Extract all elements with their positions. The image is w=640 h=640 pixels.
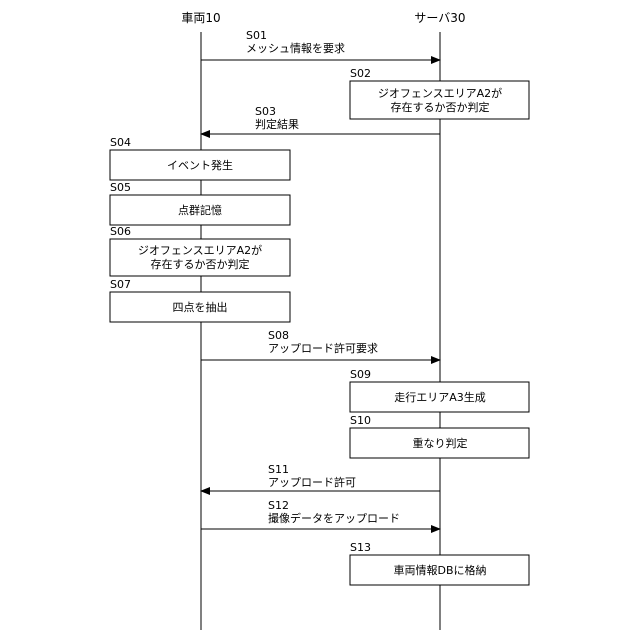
message-label-s11: アップロード許可: [268, 476, 356, 489]
step-id-s08: S08: [268, 329, 289, 342]
process-text-s10: 重なり判定: [413, 436, 468, 450]
message-s01: S01 メッシュ情報を要求: [201, 29, 440, 60]
process-s07: S07 四点を抽出: [110, 278, 290, 322]
process-text-s13: 車両情報DBに格納: [393, 563, 486, 577]
step-id-s06: S06: [110, 225, 131, 238]
actor-server: サーバ30: [414, 11, 465, 25]
step-id-s11: S11: [268, 463, 289, 476]
process-s04: S04 イベント発生: [110, 136, 290, 180]
message-s12: S12 撮像データをアップロード: [201, 499, 440, 529]
step-id-s13: S13: [350, 541, 371, 554]
process-text-s02-line2: 存在するか否か判定: [391, 100, 490, 114]
actor-vehicle: 車両10: [181, 11, 220, 25]
step-id-s01: S01: [246, 29, 267, 42]
step-id-s12: S12: [268, 499, 289, 512]
process-text-s02-line1: ジオフェンスエリアA2が: [378, 86, 502, 100]
step-id-s09: S09: [350, 368, 371, 381]
message-label-s01: メッシュ情報を要求: [246, 42, 345, 55]
step-id-s10: S10: [350, 414, 371, 427]
message-label-s08: アップロード許可要求: [268, 342, 378, 355]
step-id-s07: S07: [110, 278, 131, 291]
process-s05: S05 点群記憶: [110, 181, 290, 225]
process-s06: S06 ジオフェンスエリアA2が 存在するか否か判定: [110, 225, 290, 276]
process-text-s09: 走行エリアA3生成: [394, 390, 486, 404]
message-s08: S08 アップロード許可要求: [201, 329, 440, 360]
message-label-s03: 判定結果: [255, 117, 299, 131]
process-text-s06-line1: ジオフェンスエリアA2が: [138, 243, 262, 257]
step-id-s03: S03: [255, 105, 276, 118]
process-text-s05: 点群記憶: [178, 203, 222, 217]
process-text-s07: 四点を抽出: [173, 300, 228, 314]
process-text-s04: イベント発生: [167, 158, 233, 172]
process-text-s06-line2: 存在するか否か判定: [151, 257, 250, 271]
step-id-s04: S04: [110, 136, 131, 149]
message-label-s12: 撮像データをアップロード: [268, 511, 400, 525]
step-id-s05: S05: [110, 181, 131, 194]
step-id-s02: S02: [350, 67, 371, 80]
message-s11: S11 アップロード許可: [201, 463, 440, 491]
